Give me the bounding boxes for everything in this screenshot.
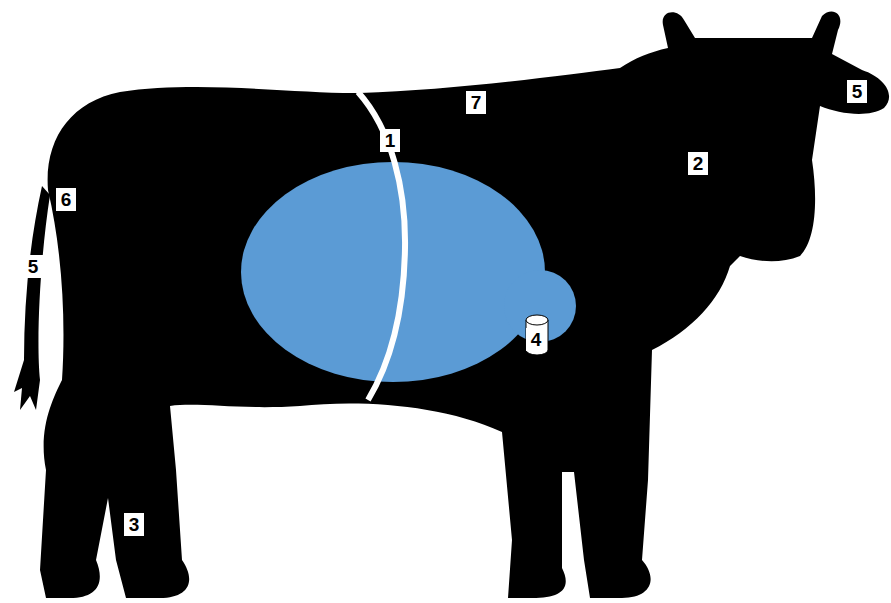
bolus xyxy=(526,315,548,355)
callout-number: 3 xyxy=(124,513,145,536)
girth-band xyxy=(358,92,405,400)
callout-number: 5 xyxy=(23,255,44,278)
callout-number: 4 xyxy=(526,328,547,351)
callout-number: 5 xyxy=(847,80,868,103)
callout-number: 6 xyxy=(56,188,77,211)
callout-number: 1 xyxy=(380,129,401,152)
callout-number: 2 xyxy=(688,152,709,175)
cow-silhouette xyxy=(40,12,889,598)
cow-tail xyxy=(14,186,50,410)
callout-number: 7 xyxy=(466,91,487,114)
